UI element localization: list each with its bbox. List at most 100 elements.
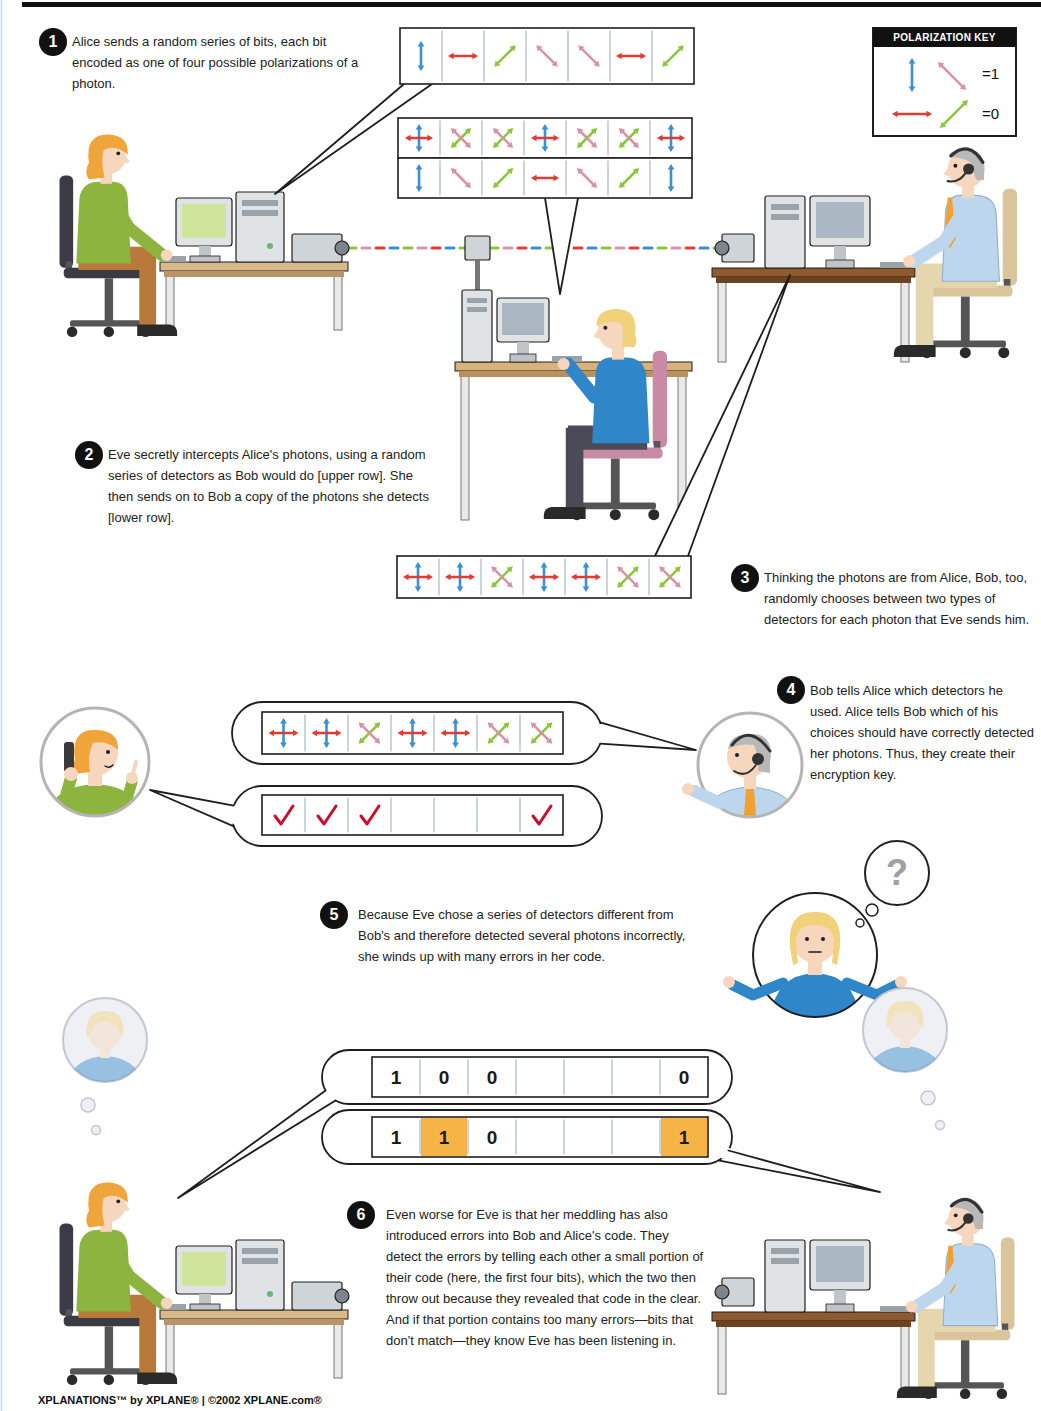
alice-figure-part: [60, 175, 74, 267]
photon-rows-part: [524, 121, 525, 155]
bit-bubbles-part: [564, 1120, 565, 1154]
thought-bubble: ?: [864, 840, 930, 906]
bob-desk-part: [771, 1248, 799, 1254]
step4-scene-part: [312, 730, 318, 737]
photon-rows-part: [595, 574, 601, 581]
photon-rows-part: [566, 121, 567, 155]
bob-figure-part: [998, 347, 1009, 358]
bob-figure-part: [894, 345, 936, 357]
photon-rows-part: [574, 576, 598, 579]
photon-rows-part: [577, 168, 583, 174]
bit-cell: 1: [421, 1118, 467, 1156]
alice-desk-part: [267, 1291, 273, 1297]
step4-scene-part: [441, 730, 447, 737]
eve-figure-part: [611, 459, 620, 505]
eve-figure-part: [593, 329, 599, 339]
step4-scene-part: [434, 798, 435, 832]
portrait-clip-part: [821, 937, 825, 941]
bob-figure-part: [961, 297, 970, 343]
bob-figure-part: [960, 347, 971, 358]
bob-desk-part: [712, 1312, 915, 1321]
step5-scene-part: [866, 904, 878, 916]
step4-scene-part: [531, 737, 537, 743]
alice-desk-part: [334, 271, 342, 330]
photon-rows-part: [507, 142, 513, 148]
credit-line: XPLANATIONS™ by XPLANE® | ©2002 XPLANE.c…: [38, 1394, 458, 1407]
photon-rows-part: [457, 562, 464, 568]
photon-rows-part: [418, 167, 421, 189]
step4-scene-part: [503, 722, 509, 728]
photon-stream-part: [490, 247, 498, 250]
eve-desk-part: [467, 307, 487, 312]
eve-figure-part: [597, 309, 637, 348]
step4-scene-part: [398, 730, 404, 737]
step4-scene-part: [280, 742, 287, 748]
bob-desk-part: [901, 1321, 909, 1394]
photon-rows-part: [619, 182, 625, 188]
bob-figure-part: [897, 1387, 937, 1399]
photon-rows-part: [579, 170, 595, 186]
photon-rows-part: [677, 45, 683, 51]
alice-figure-part: [137, 325, 177, 337]
eve-desk-part: [510, 354, 536, 362]
photon-rows-part: [650, 161, 651, 195]
photon-rows-part: [451, 142, 457, 148]
photon-stream-part: [532, 247, 540, 250]
photon-rows-part: [553, 574, 559, 581]
photon-rows-part: [551, 60, 557, 66]
alice-desk-part: [160, 262, 348, 271]
thought-bubble-part: [81, 1098, 95, 1112]
photon-rows-part: [482, 161, 483, 195]
alice-figure-part: [86, 134, 128, 179]
step4-scene-part: [293, 730, 299, 737]
node-text: 0: [439, 1068, 450, 1087]
photon-rows-part: [632, 566, 638, 572]
portrait-clip-part: [790, 941, 798, 965]
step-text: Thinking the photons are from Alice, Bob…: [764, 567, 1034, 630]
polarization-key-part: [909, 58, 916, 64]
photon-rows-part: [657, 135, 663, 142]
node-text: 3: [741, 570, 750, 586]
alice-figure-part: [125, 1202, 130, 1211]
bob-figure-part: [943, 167, 949, 177]
photon-rows-part: [532, 576, 556, 579]
eve-figure-part: [566, 428, 584, 509]
bob-desk-part: [771, 204, 799, 210]
photon-rows-part: [416, 124, 423, 130]
alice-desk-part: [176, 198, 232, 246]
photon-rows-part: [493, 568, 510, 585]
step4-scene-part: [546, 722, 552, 728]
photon-rows-part: [679, 135, 685, 142]
photon-rows-part: [439, 559, 440, 595]
step4-scene-part: [359, 722, 365, 728]
bit-cell: 1: [373, 1118, 419, 1156]
alice-desk-part: [335, 1289, 349, 1303]
alice-desk-part: [166, 271, 174, 330]
photon-stream-part: [362, 247, 370, 250]
step5-scene-part: [856, 919, 864, 927]
photon-rows-part: [621, 170, 637, 186]
portrait-clip-part: [735, 753, 739, 757]
step4-scene-part: [269, 730, 275, 737]
step4-scene-part: [531, 722, 537, 728]
thought-bubble-part: [92, 1126, 101, 1135]
photon-rows-part: [448, 53, 454, 60]
photon-rows-part: [534, 177, 556, 180]
photon-rows-part: [632, 581, 638, 587]
photon-rows-part: [579, 130, 595, 146]
photon-rows-part: [493, 142, 499, 148]
photon-rows-part: [418, 65, 425, 71]
alice-figure-part: [161, 249, 173, 261]
callout-number: 5: [320, 901, 348, 929]
bit-cell: 0: [421, 1058, 467, 1096]
alice-desk: [160, 1240, 349, 1378]
eve-desk-part: [502, 303, 544, 335]
photon-rows-part: [566, 161, 567, 195]
step4-scene-part: [503, 737, 509, 743]
photon-rows-part: [578, 45, 584, 51]
photon-rows-part: [400, 28, 694, 84]
step4-scene-part: [595, 722, 696, 750]
portrait-clip-part: [63, 778, 71, 806]
photon-rows-part: [506, 581, 512, 587]
alice-figure-part: [105, 1326, 113, 1370]
